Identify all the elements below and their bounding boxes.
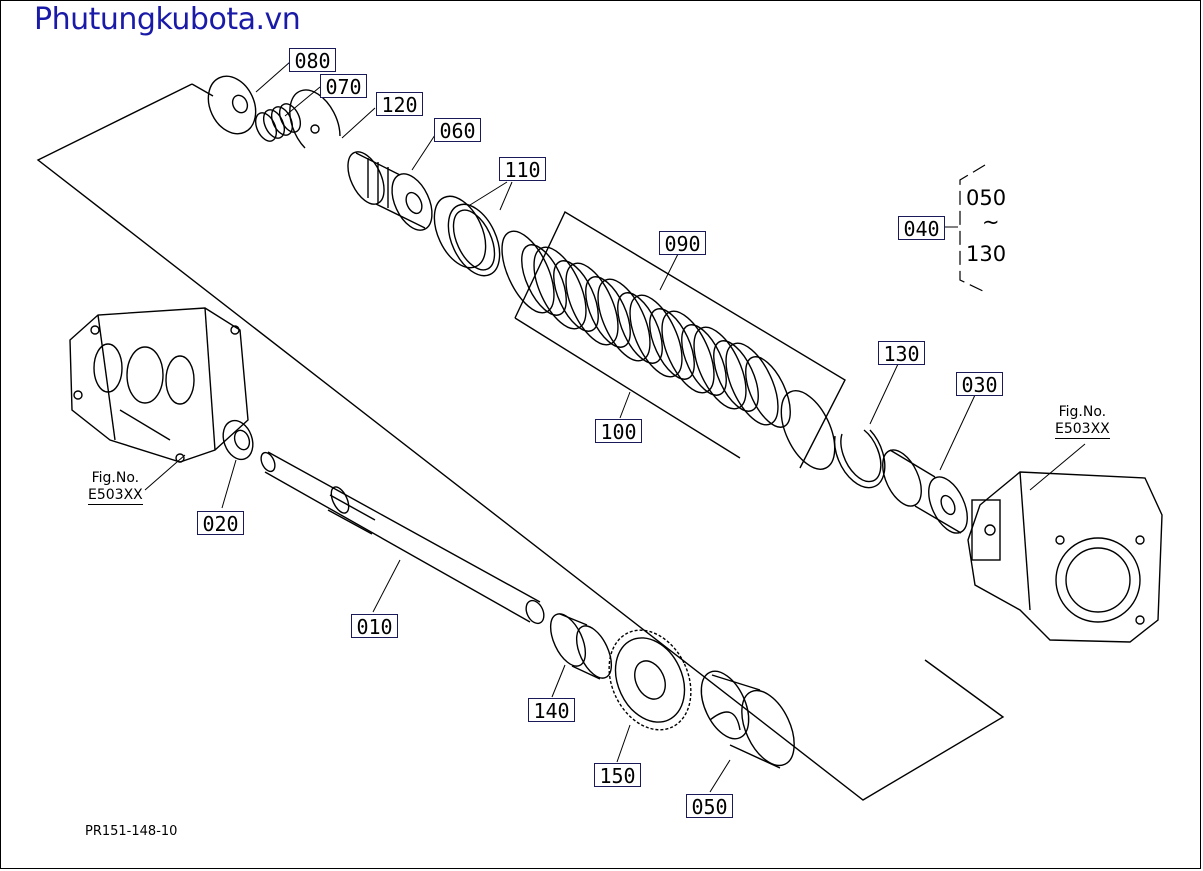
part-label-020[interactable]: 020 [197,511,244,536]
part-label-080[interactable]: 080 [289,48,336,73]
part-label-060[interactable]: 060 [434,118,481,143]
fig-ref-left[interactable]: Fig.No. E503XX [88,470,143,505]
fig-ref-right-title: Fig.No. [1058,404,1107,420]
part-140-pinion-gear [549,613,613,680]
part-120-snap-ring [289,89,341,149]
part-020-bearing [222,419,254,461]
part-110-seal-rings [433,195,501,277]
part-150-ring-gear-inner [614,637,686,723]
part-label-130[interactable]: 130 [878,341,925,366]
part-label-150[interactable]: 150 [594,763,641,788]
part-010-shaft [260,451,545,625]
part-080-washer [207,75,257,135]
part-070-spring [254,103,302,142]
part-label-010[interactable]: 010 [351,614,398,639]
part-label-120[interactable]: 120 [376,92,423,117]
right-housing-casting [967,471,1163,643]
part-150-ring-gear [608,629,692,731]
part-label-140[interactable]: 140 [528,698,575,723]
bracket-range-start: 050 [966,186,1007,210]
part-060-hub [347,151,433,231]
assembly-bracket [959,164,986,293]
part-label-070[interactable]: 070 [320,74,367,99]
left-housing-casting [69,307,249,463]
part-label-110[interactable]: 110 [499,157,546,182]
part-050-drum-cap [700,670,795,769]
part-label-090[interactable]: 090 [659,231,706,256]
part-100-friction-discs [521,244,836,470]
part-label-030[interactable]: 030 [956,372,1003,397]
part-090-clutch-plates [501,230,779,426]
part-030-sleeve [882,449,968,534]
part-label-040[interactable]: 040 [898,216,945,241]
envelope-back-line [191,83,214,97]
drawing-code: PR151-148-10 [85,824,178,839]
fig-ref-right-number: E503XX [1055,421,1110,439]
part-label-050[interactable]: 050 [686,794,733,819]
plate-stack-outline [514,211,846,469]
bracket-range-end: 130 [966,242,1007,266]
part-label-100[interactable]: 100 [595,419,642,444]
fig-ref-right[interactable]: Fig.No. E503XX [1055,404,1110,439]
fig-ref-left-number: E503XX [88,487,143,505]
part-130-snap-ring [833,429,886,489]
brand-watermark: Phutungkubota.vn [34,2,301,37]
bracket-range-tilde: ~ [982,210,1000,234]
fig-ref-left-title: Fig.No. [91,470,140,486]
assembly-envelope-line [36,83,1005,801]
leader-lines [144,61,1086,793]
